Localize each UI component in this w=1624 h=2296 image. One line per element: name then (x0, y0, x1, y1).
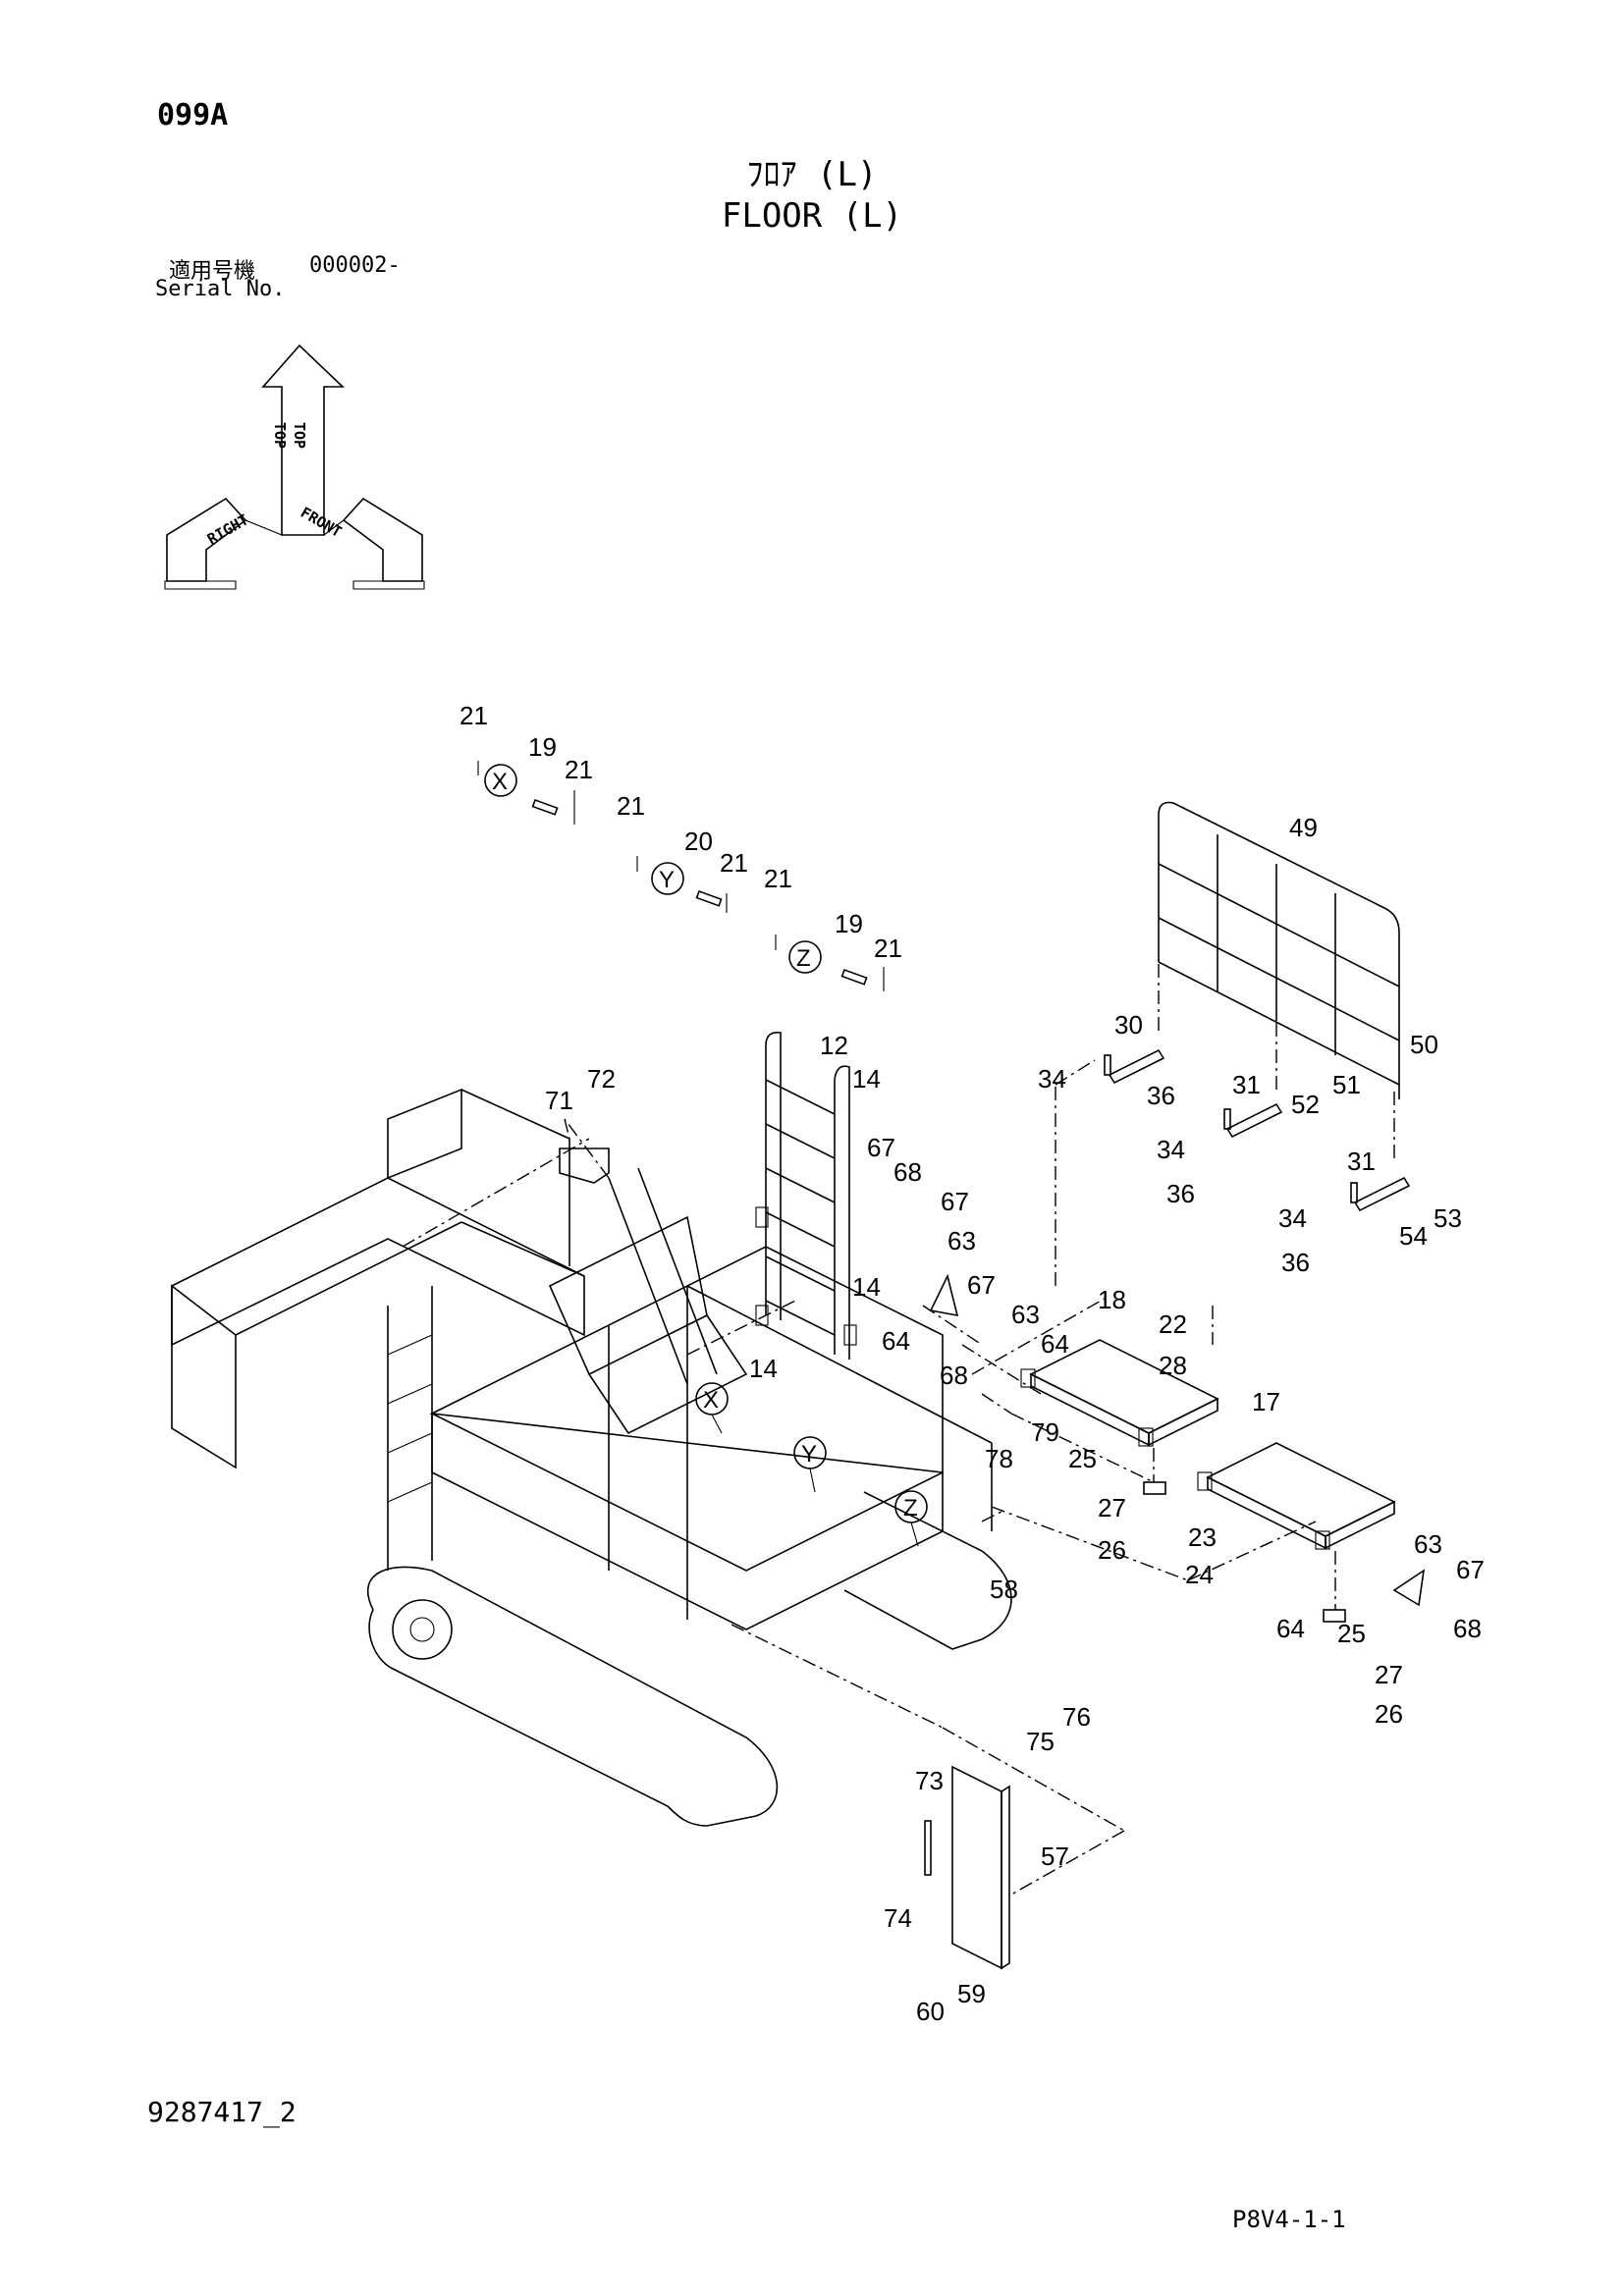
callout-76: 76 (1062, 1702, 1091, 1732)
callout-54: 54 (1399, 1221, 1428, 1251)
callout-67: 67 (867, 1133, 895, 1162)
callout-26: 26 (1098, 1535, 1126, 1565)
page-title-jp: ﾌﾛｱ (L) (746, 155, 878, 194)
callout-52: 52 (1291, 1090, 1320, 1119)
callout-71: 71 (545, 1086, 573, 1115)
callout-20: 20 (684, 827, 713, 856)
rail-brackets (1104, 1048, 1411, 1212)
svg-text:TOP: TOP (291, 422, 308, 449)
callout-21: 21 (874, 934, 902, 963)
pin-group-y: Y (636, 856, 728, 913)
axis-label-right: RIGHT (204, 510, 251, 548)
pin-group-x: X (477, 761, 575, 825)
callout-49: 49 (1289, 813, 1318, 842)
callout-24: 24 (1185, 1560, 1214, 1589)
callout-12: 12 (820, 1031, 848, 1060)
callout-68: 68 (1453, 1614, 1482, 1643)
step-platform-17 (1197, 1442, 1396, 1550)
callout-58: 58 (990, 1575, 1018, 1604)
callout-72: 72 (587, 1064, 616, 1094)
marker-z-frame: Z (903, 1495, 918, 1522)
callout-36: 36 (1166, 1179, 1195, 1208)
callout-36: 36 (1147, 1081, 1175, 1110)
callout-64: 64 (1276, 1614, 1305, 1643)
drawing-number: 9287417_2 (147, 2096, 297, 2128)
callout-67: 67 (967, 1270, 996, 1300)
page-title: FLOOR (L) (721, 196, 903, 236)
marker-y-frame: Y (801, 1441, 817, 1468)
callout-60: 60 (916, 1997, 945, 2026)
callout-34: 34 (1038, 1064, 1066, 1094)
callout-19: 19 (835, 909, 863, 938)
callout-74: 74 (884, 1903, 912, 1933)
axis-label-top: TOP (271, 422, 289, 449)
callout-36: 36 (1281, 1248, 1310, 1277)
marker-x-frame: X (703, 1387, 719, 1414)
serial-value: 000002- (309, 253, 401, 278)
callout-78: 78 (985, 1444, 1013, 1473)
callout-63: 63 (947, 1226, 976, 1255)
callout-18: 18 (1098, 1285, 1126, 1314)
handrail-assembly (1158, 801, 1400, 1099)
callout-34: 34 (1157, 1135, 1185, 1164)
serial-label: Serial No. (155, 277, 286, 301)
callout-25: 25 (1068, 1444, 1097, 1473)
callout-21: 21 (617, 791, 645, 821)
callout-34: 34 (1278, 1203, 1307, 1233)
svg-text:X: X (492, 769, 508, 795)
callout-50: 50 (1410, 1030, 1438, 1059)
callout-64: 64 (882, 1326, 910, 1356)
callout-68: 68 (940, 1361, 968, 1390)
callout-25: 25 (1337, 1619, 1366, 1648)
callout-51: 51 (1332, 1070, 1361, 1099)
callout-59: 59 (957, 1979, 986, 2008)
step-platform-18 (1020, 1339, 1219, 1447)
ladder-assembly (755, 1031, 857, 1360)
callout-57: 57 (1041, 1842, 1069, 1871)
orientation-arrows-icon: TOP TOP RIGHT FRONT (164, 344, 425, 590)
callout-30: 30 (1114, 1010, 1143, 1040)
callout-21: 21 (460, 701, 488, 730)
callout-17: 17 (1252, 1387, 1280, 1416)
callout-53: 53 (1434, 1203, 1462, 1233)
callout-64: 64 (1041, 1329, 1069, 1359)
serial-label-jp: 適用号機 (169, 259, 256, 284)
machine-frame (171, 1088, 1012, 1827)
part-callouts: 21 19 21 21 20 21 21 19 21 49 12 14 30 3… (460, 701, 1485, 2026)
callout-19: 19 (528, 732, 557, 762)
callout-79: 79 (1031, 1417, 1059, 1447)
callout-31: 31 (1347, 1147, 1376, 1176)
assembly-leader-lines (402, 962, 1395, 1896)
side-panel (924, 1765, 1010, 1970)
callout-27: 27 (1375, 1660, 1403, 1689)
page-code: 099A (157, 98, 229, 133)
callout-23: 23 (1188, 1522, 1217, 1552)
callout-22: 22 (1159, 1309, 1187, 1339)
svg-text:Y: Y (659, 867, 675, 893)
callout-28: 28 (1159, 1351, 1187, 1380)
callout-63: 63 (1414, 1529, 1442, 1559)
callout-21: 21 (565, 755, 593, 784)
callout-31: 31 (1232, 1070, 1261, 1099)
callout-14: 14 (852, 1272, 881, 1302)
callout-14: 14 (852, 1064, 881, 1094)
frame-markers: X Y Z (695, 1382, 928, 1547)
callout-63: 63 (1011, 1300, 1040, 1329)
callout-67: 67 (941, 1187, 969, 1216)
callout-27: 27 (1098, 1493, 1126, 1522)
small-parts (559, 1148, 1426, 1623)
callout-68: 68 (893, 1157, 922, 1187)
callout-21: 21 (764, 864, 792, 893)
svg-text:Z: Z (796, 945, 811, 972)
callout-26: 26 (1375, 1699, 1403, 1729)
pin-group-z: Z (775, 934, 885, 991)
page-reference: P8V4-1-1 (1232, 2206, 1346, 2233)
callout-21: 21 (720, 848, 748, 878)
callout-73: 73 (915, 1766, 944, 1795)
callout-67: 67 (1456, 1555, 1485, 1584)
callout-75: 75 (1026, 1727, 1055, 1756)
callout-14: 14 (749, 1354, 778, 1383)
